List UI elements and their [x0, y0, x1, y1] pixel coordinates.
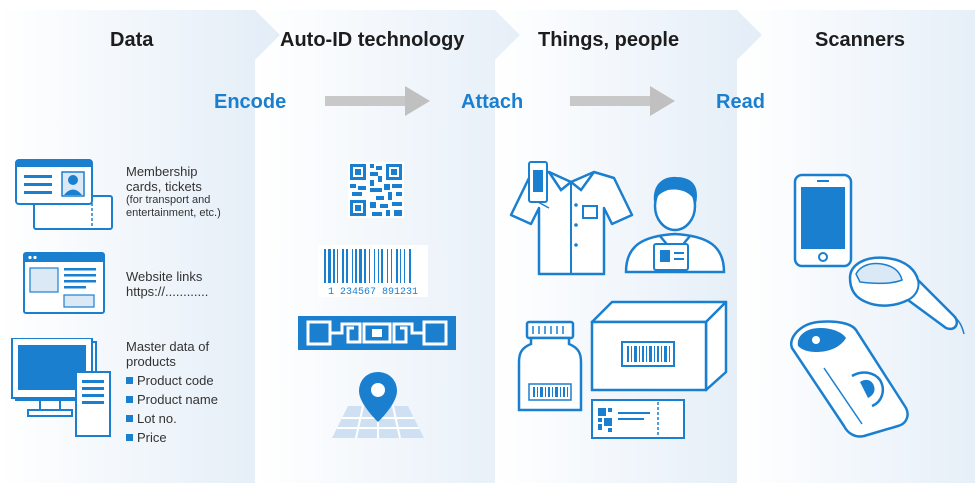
rfid-tag-icon [298, 316, 456, 350]
barcode-icon: 1 234567 891231 [318, 245, 428, 297]
shirt-icon [509, 161, 634, 276]
step-read: Read [716, 91, 765, 113]
bullet-product-name: Product name [126, 392, 218, 407]
arrow-encode-attach [325, 86, 430, 116]
browser-window-icon [23, 252, 105, 314]
column-title-auto-id: Auto-ID technology [280, 29, 465, 51]
step-attach: Attach [461, 91, 524, 113]
arrow-attach-read [570, 86, 675, 116]
box-icon [590, 300, 728, 392]
computer-icon [11, 338, 111, 437]
bullet-product-code: Product code [126, 373, 214, 388]
column-title-data: Data [110, 29, 154, 51]
bottle-icon [517, 320, 583, 412]
step-encode: Encode [214, 91, 287, 113]
bullet-price: Price [126, 430, 167, 445]
column-title-scanners: Scanners [815, 29, 906, 51]
person-icon [624, 176, 726, 274]
master-data-text: Master data of products [126, 339, 210, 369]
membership-text: Membership cards, tickets (for transport… [126, 164, 221, 219]
website-text: Website links https://............ [126, 269, 209, 299]
smartphone-icon [793, 173, 853, 268]
barcode-scanner-icon [848, 256, 965, 335]
qr-code-icon [348, 162, 404, 218]
bullet-lot-no: Lot no. [126, 411, 177, 426]
barcode-number: 1 234567 891231 [328, 287, 418, 297]
ticket-icon [591, 399, 685, 439]
column-title-things: Things, people [538, 29, 680, 51]
handheld-scanner-icon [789, 320, 909, 438]
location-pin-icon [332, 372, 424, 439]
id-card-icon [15, 159, 113, 230]
